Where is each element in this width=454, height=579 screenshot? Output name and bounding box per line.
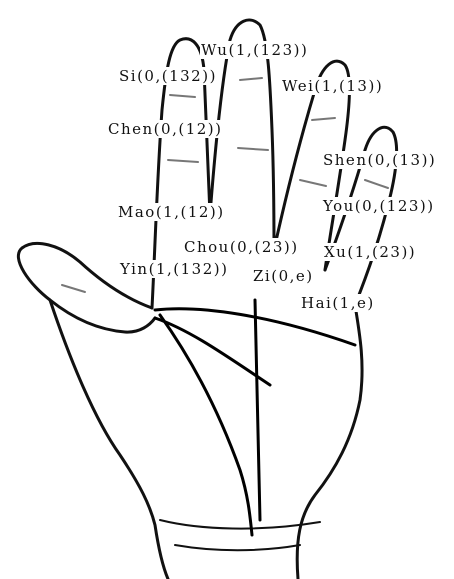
- label-shen: Shen(0,(13)): [322, 151, 437, 169]
- crease: [365, 180, 388, 188]
- label-si: Si(0,(132)): [118, 67, 218, 85]
- label-mao: Mao(1,(12)): [117, 203, 226, 221]
- thumb-outline: [18, 243, 155, 332]
- head-line: [155, 318, 270, 385]
- life-line: [160, 315, 252, 535]
- label-chou: Chou(0,(23)): [183, 238, 300, 256]
- label-xu: Xu(1,(23)): [323, 243, 417, 261]
- crease: [238, 148, 268, 150]
- wrist-crease-2: [175, 545, 300, 550]
- fate-line: [255, 300, 260, 520]
- label-wei: Wei(1,(13)): [281, 77, 384, 95]
- crease: [170, 95, 195, 97]
- label-zi: Zi(0,e): [252, 267, 315, 285]
- label-hai: Hai(1,e): [300, 294, 376, 312]
- crease: [168, 160, 198, 162]
- crease: [300, 180, 326, 186]
- label-wu: Wu(1,(123)): [200, 41, 309, 59]
- palm-left-edge: [50, 300, 168, 579]
- label-chen: Chen(0,(12)): [107, 120, 223, 138]
- wrist-crease: [160, 520, 320, 529]
- label-yin: Yin(1,(132)): [119, 260, 229, 278]
- crease: [240, 78, 262, 80]
- palm-right-edge: [297, 305, 362, 579]
- label-you: You(0,(123)): [322, 197, 436, 215]
- crease: [312, 118, 335, 120]
- crease: [62, 285, 85, 292]
